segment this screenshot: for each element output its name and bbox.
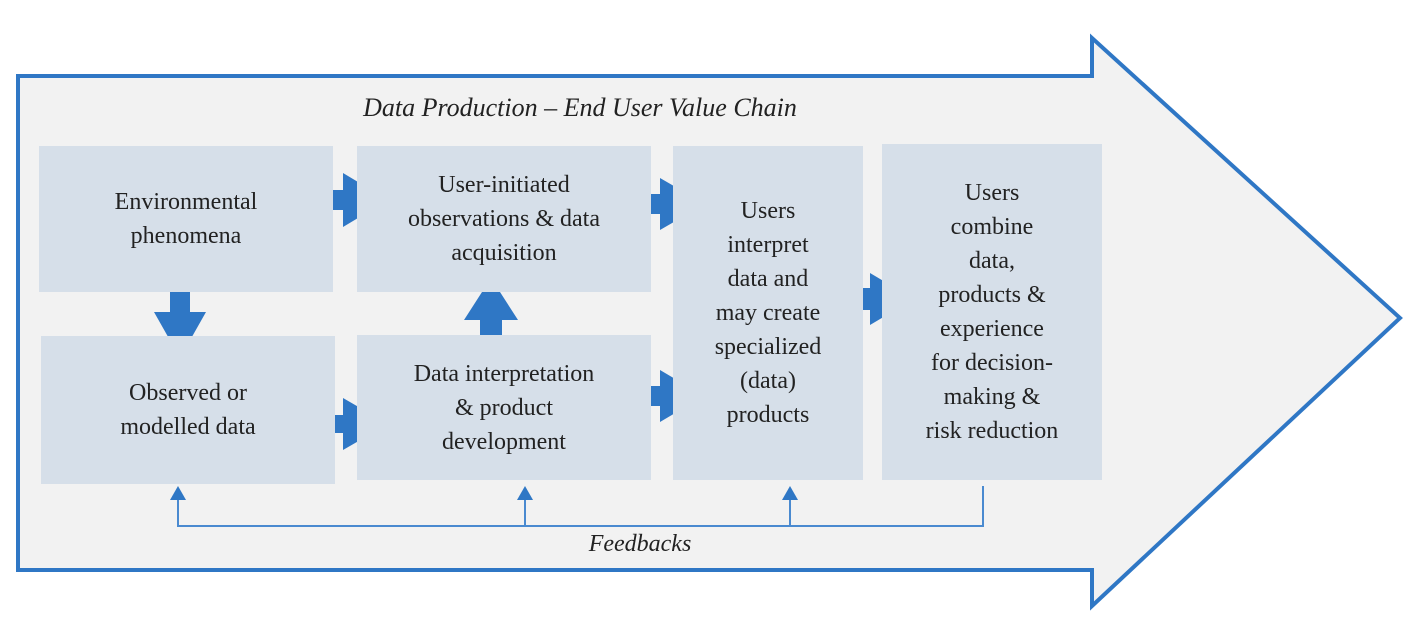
node-line: for decision- — [931, 350, 1053, 376]
node-line: specialized — [714, 334, 822, 360]
node-users-combine-data: Users combine data, products & experienc… — [882, 144, 1102, 480]
feedback-arrowheads — [170, 486, 798, 500]
node-line: data and — [727, 266, 809, 292]
feedback-arrowhead-1 — [170, 486, 186, 500]
node-line: experience — [940, 316, 1044, 342]
node-line: acquisition — [451, 240, 557, 266]
node-line: making & — [943, 384, 1041, 410]
node-observed-or-modelled-data: Observed or modelled data — [41, 336, 335, 484]
node-line: (data) — [740, 368, 796, 394]
node-line: interpret — [727, 232, 809, 258]
node-line: may create — [715, 300, 821, 326]
node-line: Users — [740, 198, 796, 224]
arrow-userobs-to-usersinterpret — [623, 178, 705, 230]
node-data-interpretation: Data interpretation & product developmen… — [357, 335, 651, 480]
node-line: modelled data — [120, 414, 256, 440]
node-line: risk reduction — [925, 418, 1059, 444]
flow-arrows — [154, 173, 914, 450]
diagram-title: Data Production – End User Value Chain — [363, 93, 797, 122]
node-user-initiated-observations: User-initiated observations & data acqui… — [357, 146, 651, 292]
arrow-usersinterpret-to-userscombine — [834, 273, 914, 325]
node-line: products & — [938, 282, 1046, 308]
node-line: phenomena — [130, 223, 242, 249]
node-line: observations & data — [408, 206, 600, 232]
arrow-env-to-observed — [154, 280, 206, 358]
node-environmental-phenomena: Environmental phenomena — [39, 146, 333, 292]
node-line: User-initiated — [438, 172, 570, 198]
feedback-arrowhead-2 — [517, 486, 533, 500]
feedbacks-label: Feedbacks — [588, 531, 692, 557]
node-line: products — [726, 402, 810, 428]
node-line: & product — [455, 394, 553, 421]
node-users-interpret-data: Users interpret data and may create spec… — [673, 146, 863, 480]
feedback-lines — [177, 486, 984, 527]
node-line: Observed or — [129, 380, 247, 406]
node-line: Environmental — [114, 189, 258, 215]
feedback-arrowhead-3 — [782, 486, 798, 500]
node-line: Data interpretation — [413, 360, 595, 387]
node-line: development — [442, 428, 566, 455]
arrow-interp-to-userobs — [464, 278, 518, 360]
arrow-observed-to-interp — [306, 398, 388, 450]
arrow-interp-to-usersinterpret — [626, 370, 704, 422]
arrow-env-to-userobs — [306, 173, 388, 227]
node-line: Users — [964, 180, 1020, 206]
node-line: combine — [950, 214, 1034, 240]
node-line: data, — [969, 248, 1015, 274]
